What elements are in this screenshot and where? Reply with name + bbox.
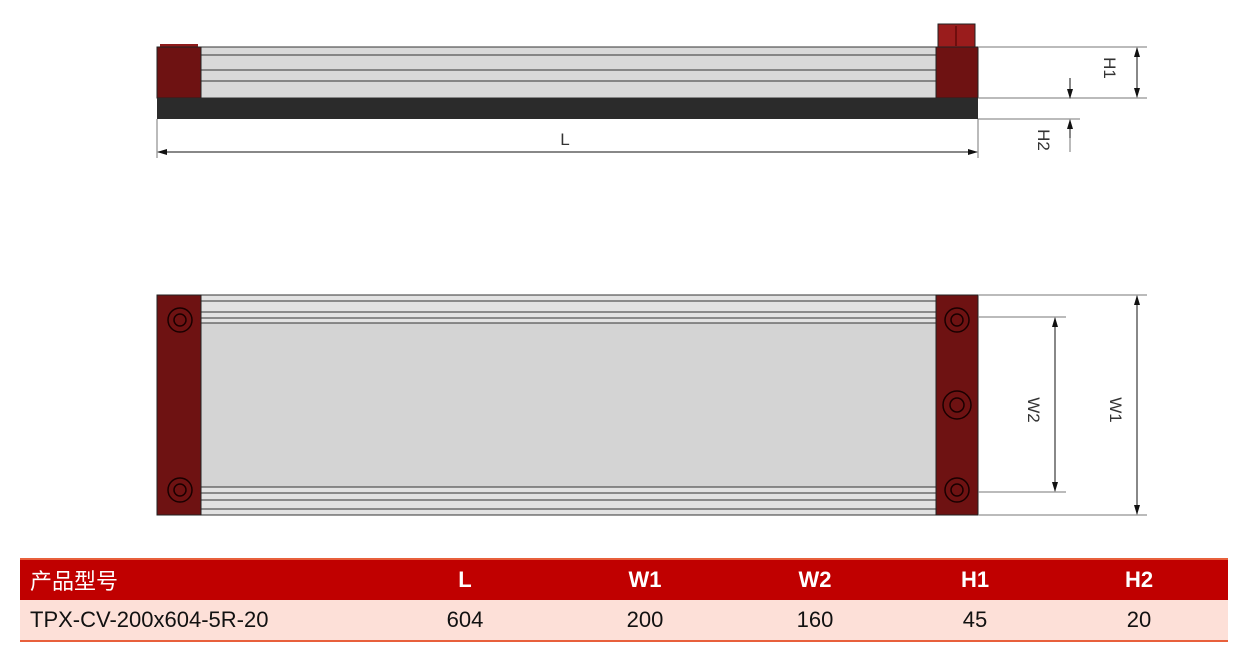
cell-h2: 20 <box>1050 600 1228 642</box>
cell-model: TPX-CV-200x604-5R-20 <box>20 600 370 642</box>
table-row: TPX-CV-200x604-5R-20 604 200 160 45 20 <box>20 600 1228 642</box>
label-w2: W2 <box>1024 397 1043 423</box>
plate-body <box>200 294 937 516</box>
side-view: L H1 H2 <box>156 23 1147 158</box>
header-w2: W2 <box>730 558 900 600</box>
spec-table: 产品型号 L W1 W2 H1 H2 TPX-CV-200x604-5R-20 … <box>20 558 1228 642</box>
header-l: L <box>370 558 560 600</box>
label-h2: H2 <box>1034 129 1053 151</box>
cell-w2: 160 <box>730 600 900 642</box>
header-h1: H1 <box>900 558 1050 600</box>
cell-h1: 45 <box>900 600 1050 642</box>
cell-l: 604 <box>370 600 560 642</box>
left-end-block <box>156 46 202 99</box>
left-end-cap <box>160 44 198 48</box>
header-w1: W1 <box>560 558 730 600</box>
header-model: 产品型号 <box>20 558 370 600</box>
cell-w1: 200 <box>560 600 730 642</box>
left-end-block <box>156 294 202 516</box>
label-l: L <box>560 130 569 149</box>
table-header-row: 产品型号 L W1 W2 H1 H2 <box>20 558 1228 600</box>
label-h1: H1 <box>1100 57 1119 79</box>
base-plate <box>157 98 978 119</box>
technical-drawing: L H1 H2 W1 <box>156 23 1147 516</box>
right-end-block <box>935 46 979 99</box>
label-w1: W1 <box>1106 397 1125 423</box>
header-h2: H2 <box>1050 558 1228 600</box>
top-view: W1 W2 <box>156 294 1147 516</box>
